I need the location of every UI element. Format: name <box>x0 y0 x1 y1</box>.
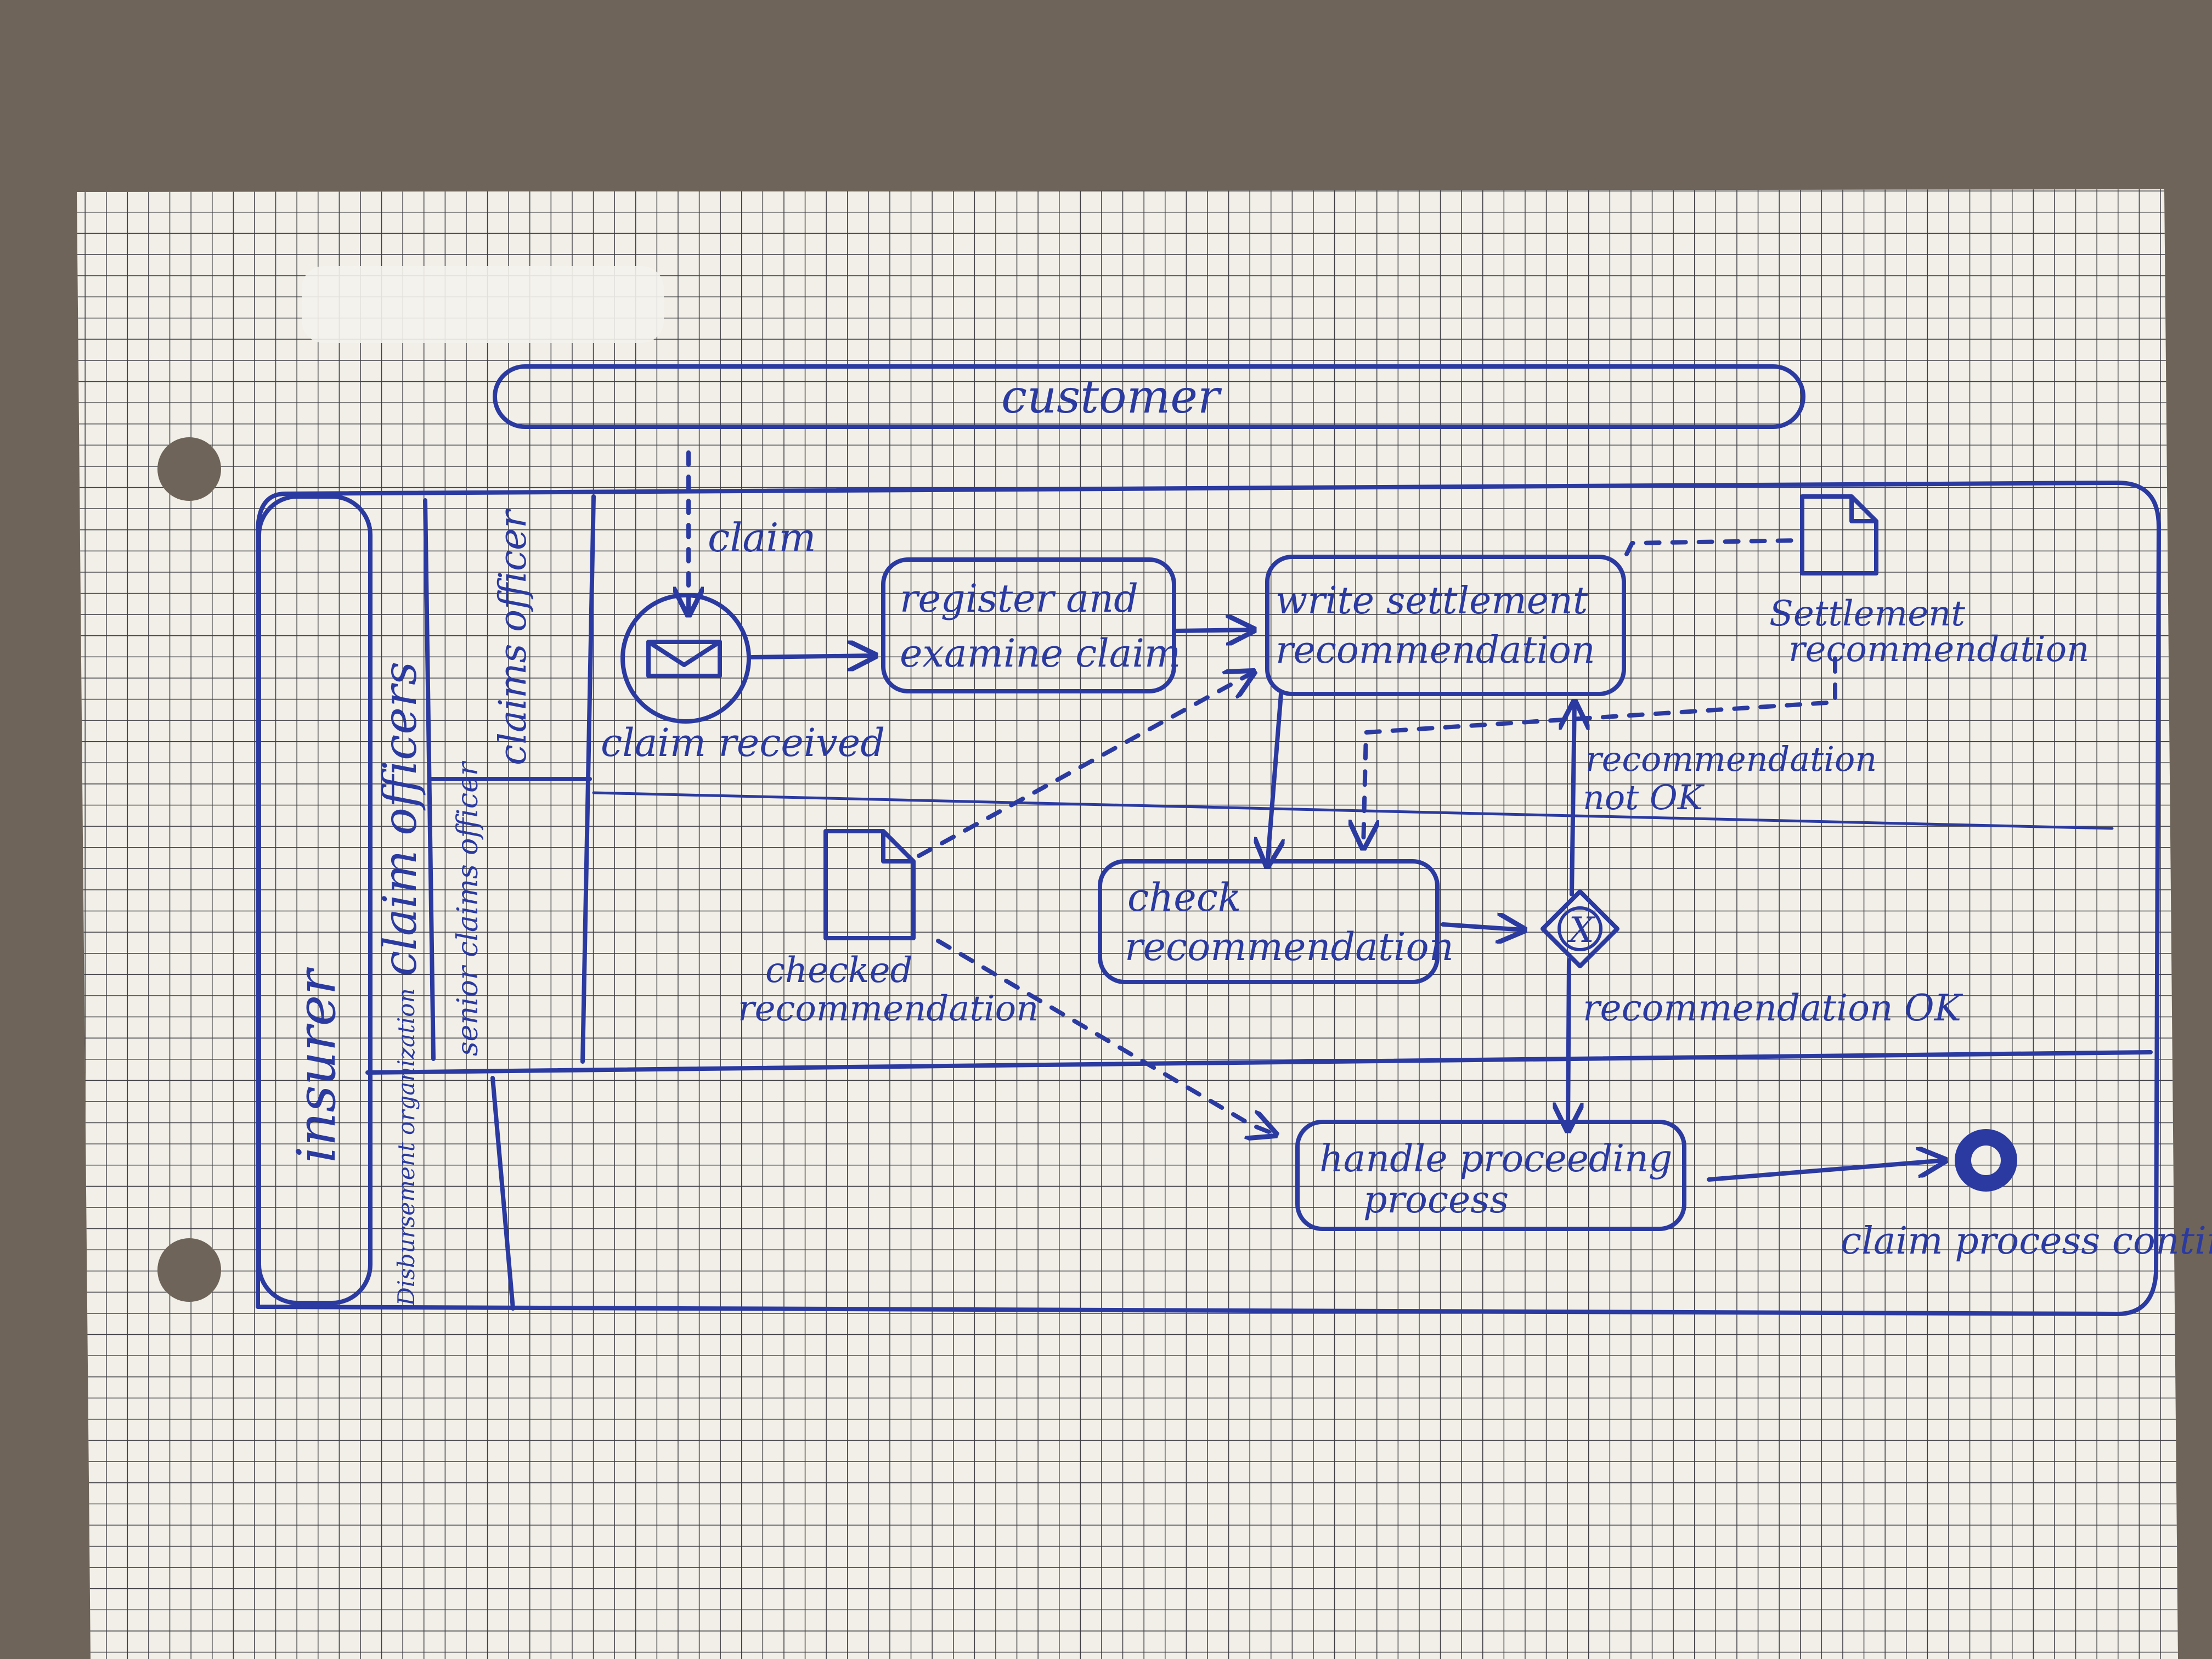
end-event-label-line: claim process continued <box>1841 1220 2212 1263</box>
insurer-pool: insurer <box>256 481 2161 1316</box>
settlement-document-icon <box>1800 494 1878 575</box>
condition-ok-label: recommendation OK <box>1583 987 1963 1029</box>
settlement-doc-line2: recommendation <box>1788 629 2089 670</box>
task-write-box <box>1265 555 1626 696</box>
start-event-circle <box>620 593 751 724</box>
task-check-line1: check <box>1127 875 1241 920</box>
insurer-label-box <box>257 494 373 1305</box>
punch-hole-bottom <box>157 1238 221 1302</box>
task-handle-box <box>1295 1120 1686 1231</box>
data-object-checked-recommendation: checked recommendation <box>738 829 1039 1029</box>
task-write-settlement-recommendation: write settlement recommendation <box>1265 555 1626 696</box>
insurer-pool-border <box>256 481 2161 1316</box>
paper-sheet <box>77 189 2178 1659</box>
customer-pool: customer <box>493 364 1805 429</box>
lane-divider-horizontal-upper <box>592 791 2114 830</box>
lanes: claim officers claims officer senior cla… <box>365 494 2153 1311</box>
claims-officer-label: claims officer <box>492 509 535 765</box>
insurer-pool-label: insurer <box>286 967 347 1163</box>
data-associations <box>917 538 1837 1135</box>
gateway-marker-symbol: X <box>1566 910 1595 951</box>
association-checked-to-handle <box>936 939 1276 1135</box>
flow-register-to-write <box>1172 630 1254 631</box>
end-event-circle <box>1955 1129 2017 1192</box>
gateway-marker-circle <box>1558 906 1602 951</box>
smudge <box>302 266 664 343</box>
customer-pool-box <box>493 364 1805 429</box>
punch-hole-top <box>157 437 221 501</box>
exclusive-gateway: X recommendation not OK recommendation O… <box>1541 739 1963 1029</box>
lane-divider-horizontal-lower <box>365 1050 2153 1075</box>
task-check-recommendation: check recommendation <box>1098 859 1454 984</box>
condition-not-ok-line2: not OK <box>1583 777 1705 817</box>
disbursement-organization-label: Disbursement organization <box>393 988 420 1306</box>
message-flow-label: claim <box>708 515 816 561</box>
task-register-box <box>881 557 1176 693</box>
checked-doc-line1: checked <box>765 950 912 991</box>
task-write-line2: recommendation <box>1276 629 1595 672</box>
checked-doc-line2: recommendation <box>738 989 1039 1029</box>
start-event-claim-received: claim received <box>601 593 885 765</box>
data-object-settlement-recommendation: Settlement recommendation <box>1769 494 2089 670</box>
envelope-icon <box>646 640 722 678</box>
flow-gateway-to-write-not-ok <box>1572 702 1575 896</box>
checked-document-icon <box>823 829 916 940</box>
sequence-flows <box>749 630 1945 1182</box>
gateway-diamond <box>1541 889 1620 968</box>
task-write-line1: write settlement <box>1276 579 1588 623</box>
association-write-to-settlement <box>1624 538 1802 556</box>
start-event-label: claim received <box>601 720 885 765</box>
claim-officers-label: claim officers <box>373 662 427 977</box>
settlement-doc-line1: Settlement <box>1769 594 1965 634</box>
lane-divider-disbursement <box>490 1076 515 1311</box>
customer-pool-label: customer <box>1001 370 1222 424</box>
task-handle-line1: handle proceeding <box>1319 1137 1672 1181</box>
association-checked-to-write <box>917 672 1254 858</box>
task-handle-line2: process <box>1363 1178 1509 1222</box>
task-handle-proceeding-process: handle proceeding process <box>1295 1120 1686 1231</box>
flow-gateway-to-handle-ok <box>1568 958 1569 1130</box>
senior-claims-officer-label: senior claims officer <box>452 760 484 1056</box>
end-event-claim-process-continued: claim process continued <box>1841 1129 2212 1263</box>
condition-not-ok-line1: recommendation <box>1585 739 1877 779</box>
end-event-label: claim process continued <box>1841 1220 2212 1263</box>
flow-write-to-check <box>1267 692 1281 866</box>
task-register-line2: examine claim <box>900 631 1181 676</box>
flow-handle-to-end <box>1707 1160 1945 1182</box>
flow-start-to-register <box>749 656 875 657</box>
task-register-line1: register and <box>900 576 1138 621</box>
flow-check-to-gateway <box>1441 924 1524 930</box>
task-register-examine-claim: register and examine claim <box>881 557 1181 693</box>
task-check-box <box>1098 859 1440 984</box>
task-check-line2: recommendation <box>1125 924 1454 969</box>
message-flow-claim: claim <box>689 450 816 614</box>
